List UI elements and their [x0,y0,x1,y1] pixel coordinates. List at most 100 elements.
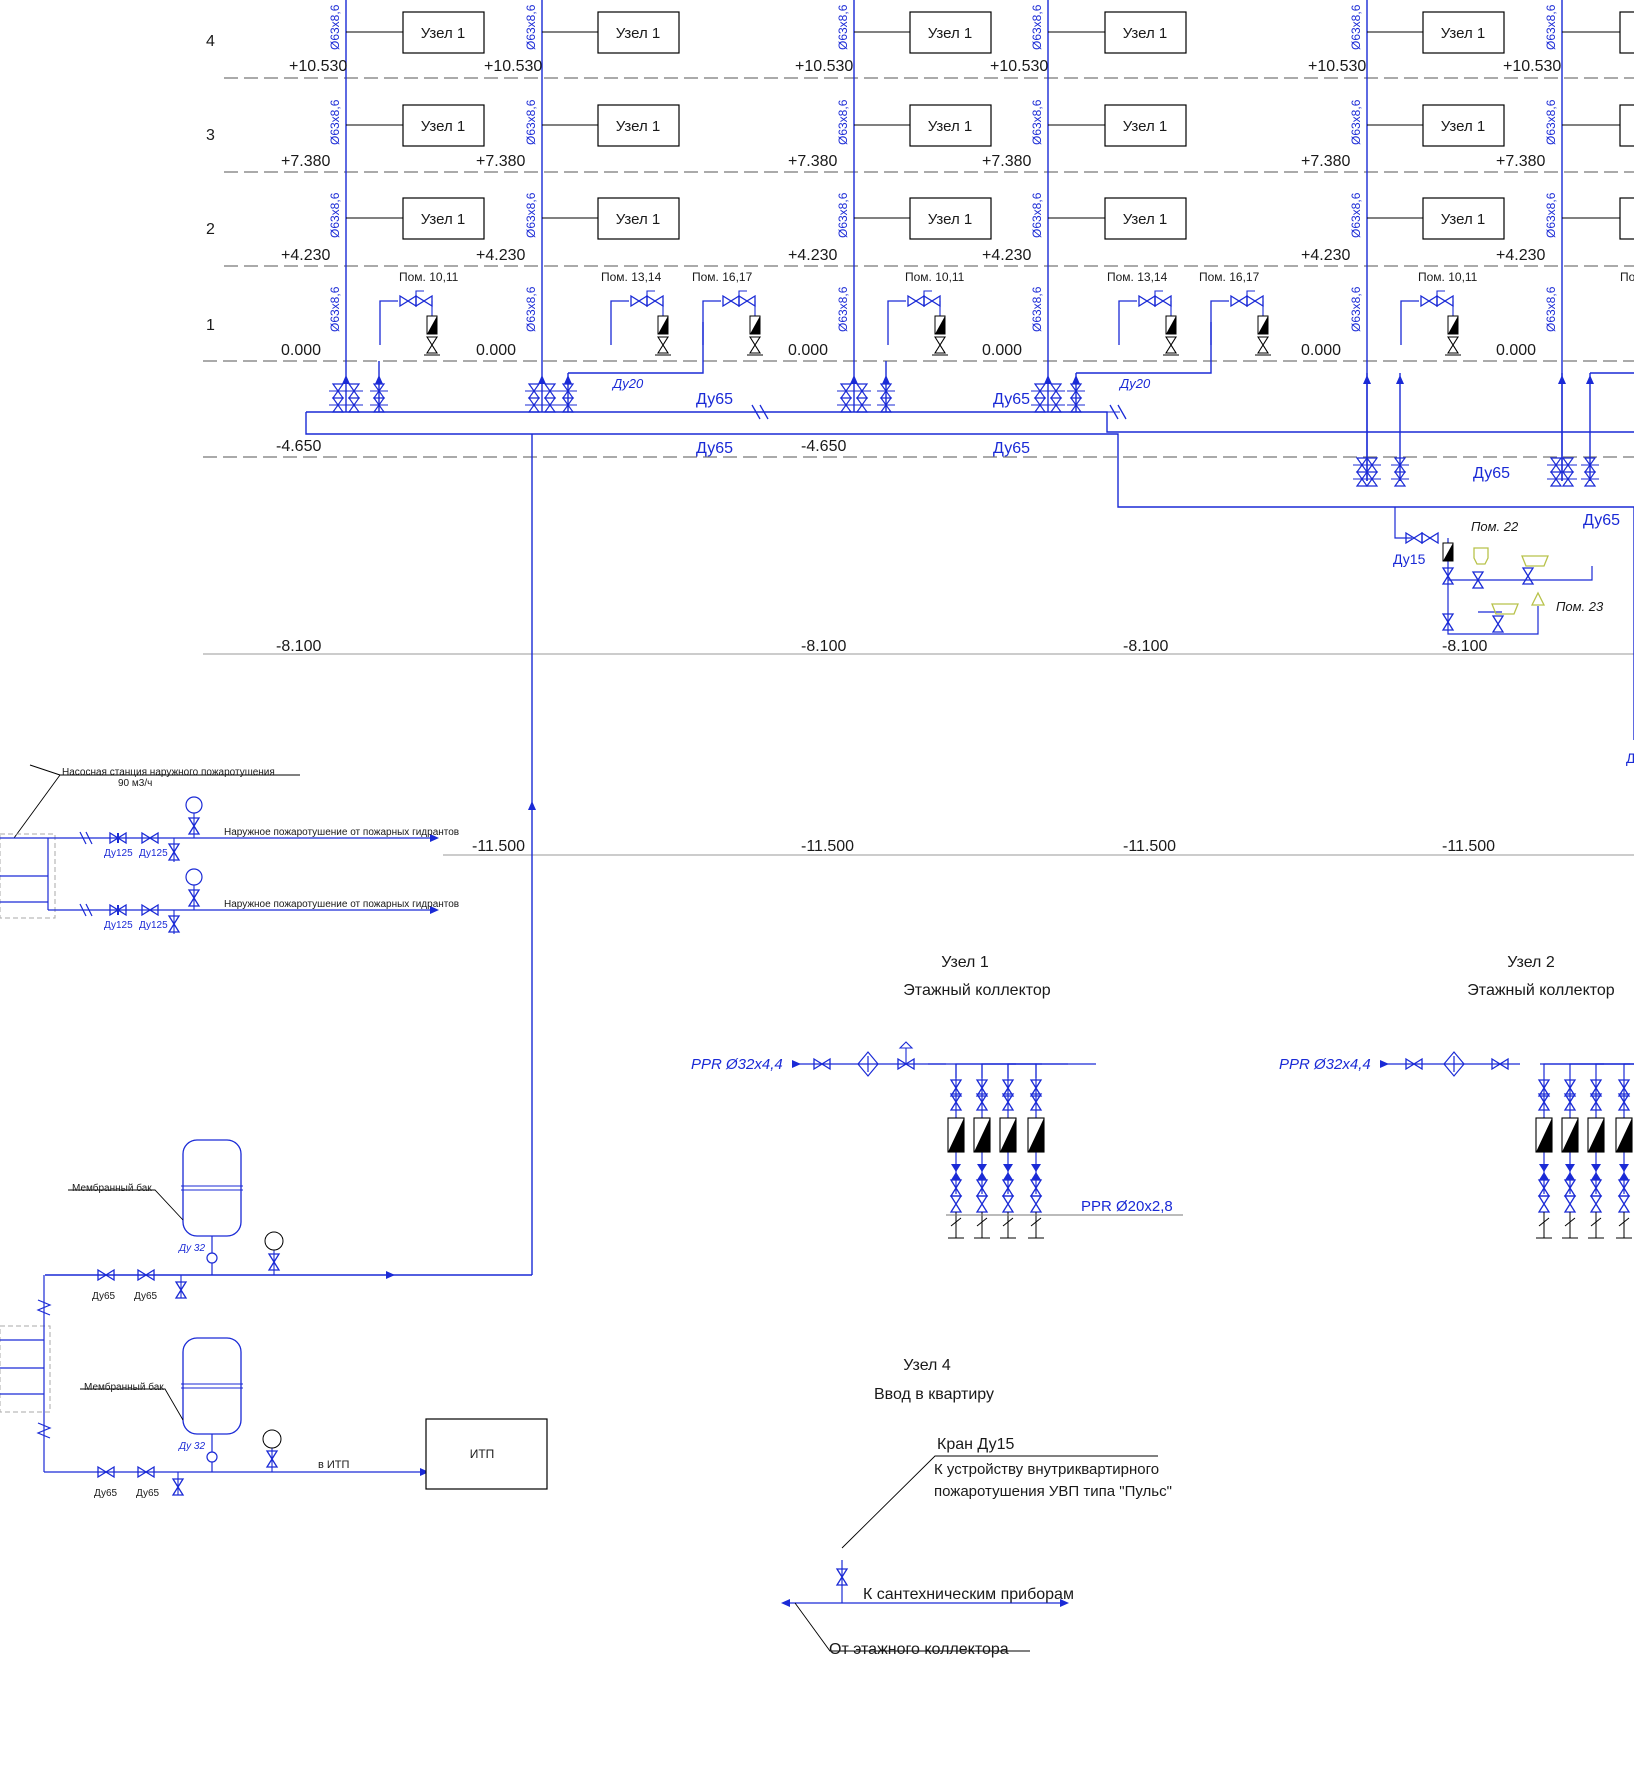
riser-label: Ø63x8,6 [1349,286,1363,332]
elevation-mark: 0.000 [982,342,1022,359]
pipe-size-label: Ду 32 [178,1243,205,1254]
floor-node-box: Узел 1 [402,11,485,54]
node-box-label: Узел 1 [1123,25,1168,42]
elevation-mark: +4.230 [982,247,1031,264]
riser-label: Ø63x8,6 [524,286,538,332]
elevation-mark: -11.500 [1442,838,1495,855]
elevation-mark: -8.100 [1123,638,1168,655]
hydrant-outlet-label: Наружное пожаротушение от пожарных гидра… [224,827,459,838]
tank-label: Мембранный бак [72,1182,152,1194]
pipe-size-label: Ду65 [136,1488,160,1499]
elevation-mark: -11.500 [1123,838,1176,855]
room-label: Пом. 10,11 [399,270,459,284]
elevation-mark: +10.530 [289,58,347,75]
elevation-mark: +4.230 [476,247,525,264]
node-box-label: Узел 1 [421,25,466,42]
riser-label: Ø63x8,6 [1544,99,1558,145]
elevation-mark: +4.230 [788,247,837,264]
floor-node-box: Узел 1 [909,104,992,147]
itp-line-label: в ИТП [318,1459,350,1471]
room-label: По [1620,270,1634,284]
elevation-mark: +7.380 [1496,153,1545,170]
node-box-label: Узел 1 [928,25,973,42]
pipe-size-label: Ду125 [104,848,133,859]
pipe-size-label: Ду65 [696,440,733,457]
pipe-size-label: Ду65 [94,1488,118,1499]
floor-node-box: Узел 1 [402,197,485,240]
riser-label: Ø63x8,6 [328,286,342,332]
hydrant-outlet-label: Наружное пожаротушение от пожарных гидра… [224,899,459,910]
elevation-mark: +10.530 [1503,58,1561,75]
elevation-mark: -4.650 [801,438,846,455]
elevation-mark: +10.530 [1308,58,1366,75]
pipe-size-label: Ду20 [1118,376,1151,391]
node2-title: Узел 2 [1507,954,1555,971]
node-box-label: Узел 1 [928,118,973,135]
floor-node-box [1619,11,1634,54]
pump-station-flow: 90 м3/ч [118,778,152,789]
pipe-size-label: Ду65 [1473,465,1510,482]
elevation-mark: 0.000 [1301,342,1341,359]
room-label: Пом. 13,14 [601,270,662,284]
room-label: Пом. 16,17 [692,270,753,284]
riser-label: Ø63x8,6 [836,286,850,332]
floor-node-box: Узел 1 [1422,104,1505,147]
floor-number: 4 [206,33,215,50]
pipe-size-label: Ду125 [139,848,168,859]
riser-label: Ø63x8,6 [836,4,850,50]
floor-node-box: Узел 1 [1104,197,1187,240]
riser-label: Ø63x8,6 [524,4,538,50]
room-label: Пом. 22 [1471,519,1519,534]
floor-node-box: Узел 1 [1422,11,1505,54]
riser-label: Ø63x8,6 [1030,192,1044,238]
node1-subtitle: Этажный коллектор [903,982,1050,999]
pipe-size-label: Ду65 [993,440,1030,457]
riser-label: Ø63x8,6 [1544,192,1558,238]
pipe-size-label: Ду 32 [178,1441,205,1452]
room-label: Пом. 10,11 [1418,270,1478,284]
itp-box-label: ИТП [470,1447,495,1461]
node-box-label: Узел 1 [1441,118,1486,135]
pipe-size-label: Ду65 [92,1291,116,1302]
elevation-mark: -11.500 [801,838,854,855]
tank-label: Мембранный бак [84,1381,164,1393]
elevation-mark: +4.230 [281,247,330,264]
node-box-label: Узел 1 [616,118,661,135]
elevation-mark: -8.100 [1442,638,1487,655]
riser-label: Ø63x8,6 [1544,4,1558,50]
elevation-mark: +4.230 [1496,247,1545,264]
elevation-mark: 0.000 [1496,342,1536,359]
room-label: Пом. 23 [1556,599,1604,614]
floor-number: 2 [206,221,215,238]
riser-label: Ø63x8,6 [1349,99,1363,145]
floor-node-box: Узел 1 [909,11,992,54]
node4-fire-line1: К устройству внутриквартирного [934,1461,1159,1478]
node-box-label: Узел 1 [1441,25,1486,42]
elevation-mark: 0.000 [476,342,516,359]
riser-label: Ø63x8,6 [1544,286,1558,332]
node4-fire-line2: пожаротушения УВП типа "Пульс" [934,1483,1172,1500]
node4-valve-label: Кран Ду15 [937,1436,1014,1453]
cut-label: Д [1626,750,1634,766]
floor-node-box: Узел 1 [1104,104,1187,147]
node-box-label: Узел 1 [421,118,466,135]
room-label: Пом. 16,17 [1199,270,1260,284]
pipe-size-label: Ду15 [1393,551,1426,567]
node-box-label: Узел 1 [1123,118,1168,135]
elevation-mark: -4.650 [276,438,321,455]
floor-node-box: Узел 1 [402,104,485,147]
riser-label: Ø63x8,6 [836,99,850,145]
elevation-mark: +7.380 [281,153,330,170]
pipe-size-label: Ду65 [993,391,1030,408]
elevation-mark: 0.000 [281,342,321,359]
pipe-size-label: Ду65 [134,1291,158,1302]
node4-subtitle: Ввод в квартиру [874,1386,994,1403]
riser-label: Ø63x8,6 [524,99,538,145]
pipe-size-label: Ду65 [696,391,733,408]
pipe-size-label: Ду65 [1583,512,1620,529]
pipe-size-label: Ду125 [139,920,168,931]
node-box-label: Узел 1 [616,211,661,228]
node1-outlet: PPR Ø20x2,8 [1081,1198,1173,1215]
riser-label: Ø63x8,6 [1030,286,1044,332]
